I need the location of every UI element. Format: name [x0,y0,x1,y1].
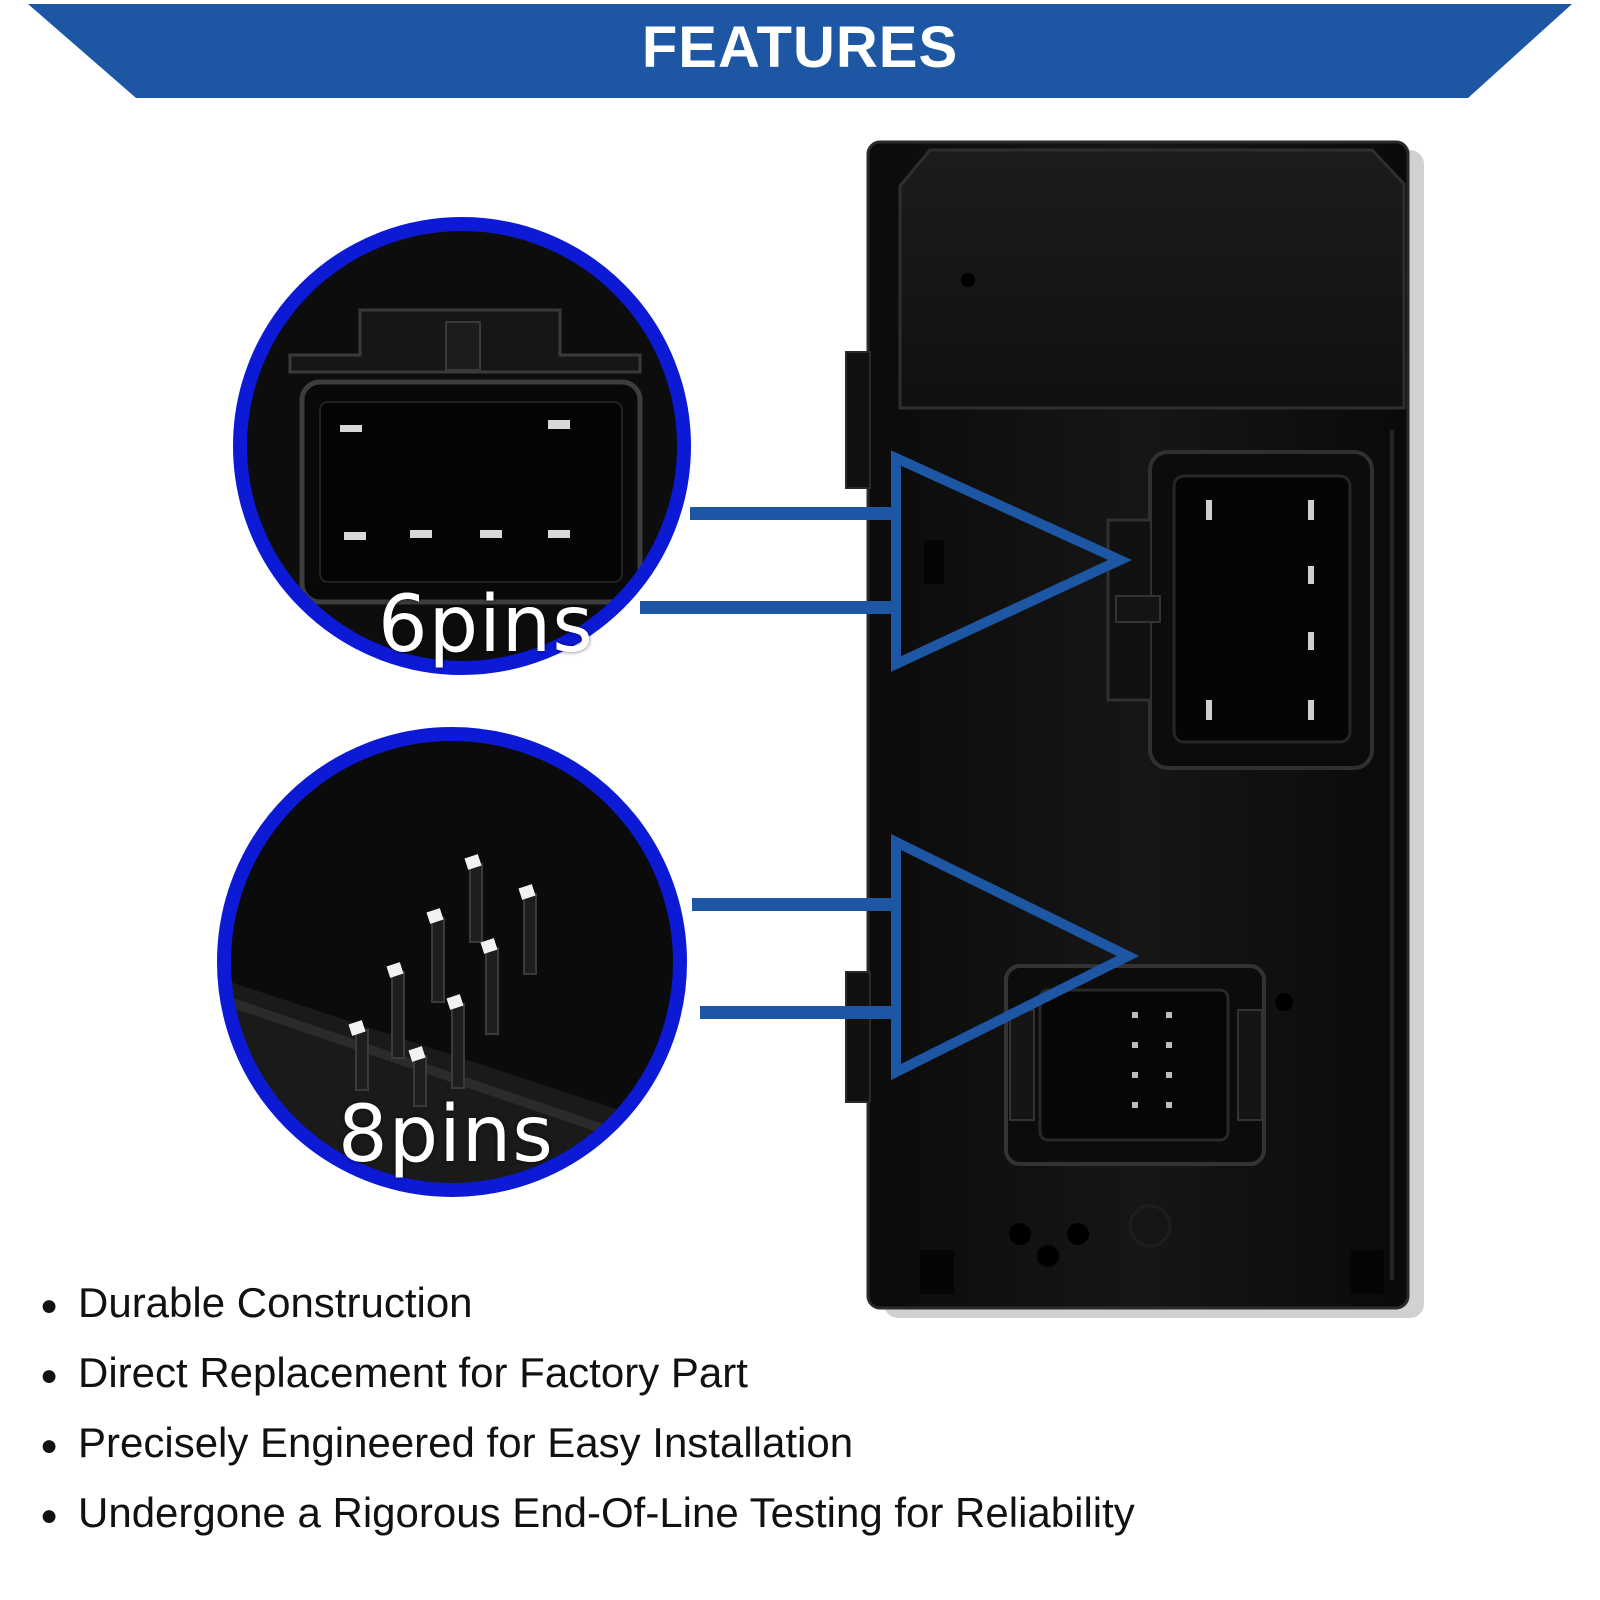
corner-foot [1350,1250,1384,1294]
side-tab-lower [845,971,871,1103]
feature-item: ● Direct Replacement for Factory Part [40,1338,1135,1408]
upper-connector [1106,450,1374,770]
banner-title: FEATURES [641,15,959,80]
feature-item: ● Undergone a Rigorous End-Of-Line Testin… [40,1478,1135,1548]
switch-top-cover [898,148,1406,410]
bottom-hole [1128,1204,1172,1248]
arrow-8pin [692,833,1140,1081]
bullet-icon: ● [40,1498,59,1532]
side-tab-upper [845,351,871,489]
bullet-icon: ● [40,1358,59,1392]
feature-item: ● Durable Construction [40,1268,1135,1338]
feature-text: Precisely Engineered for Easy Installati… [78,1419,854,1466]
feature-item: ● Precisely Engineered for Easy Installat… [40,1408,1135,1478]
power-window-switch [845,140,1410,1310]
bullet-icon: ● [40,1288,59,1322]
bottom-hole [1037,1245,1059,1267]
banner-ribbon [28,4,1572,98]
side-slot [924,540,944,584]
zoom-circle-6pin [233,217,691,675]
feature-list: ● Durable Construction ● Direct Replacemen… [40,1268,1135,1548]
cover-hole [961,273,975,287]
corner-foot [920,1250,954,1294]
bullet-icon: ● [40,1428,59,1462]
feature-text: Direct Replacement for Factory Part [78,1349,748,1396]
zoom-circle-8pin [217,727,687,1197]
eight-pin-label: 8pins [338,1090,554,1180]
feature-text: Durable Construction [78,1279,473,1326]
feature-text: Undergone a Rigorous End-Of-Line Testing… [78,1489,1135,1536]
arrow-6pin [640,450,1132,672]
six-pin-label: 6pins [378,580,594,670]
bottom-hole [1067,1223,1089,1245]
lower-connector [1004,964,1293,1166]
bottom-hole [1009,1223,1031,1245]
